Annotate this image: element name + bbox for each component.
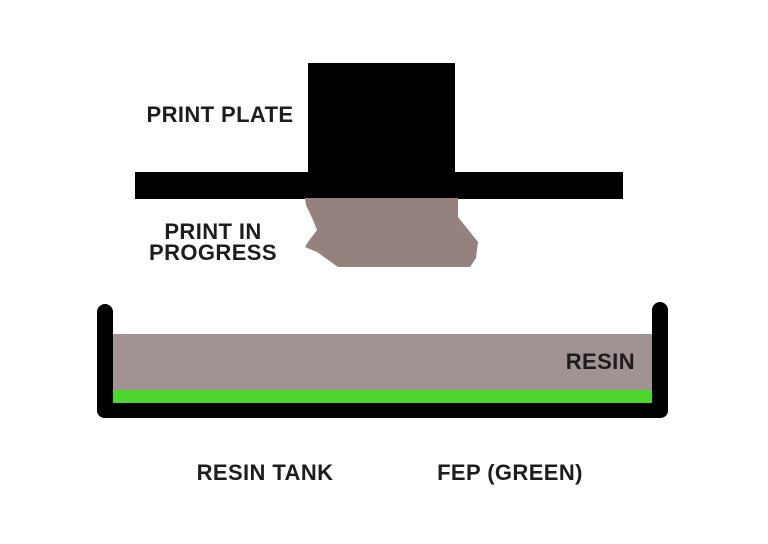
print-in-progress-shape — [305, 198, 478, 267]
print-in-progress-label: PRINT IN PROGRESS — [148, 219, 278, 265]
print-plate-label: PRINT PLATE — [146, 102, 294, 127]
print-plate-bar — [135, 172, 623, 199]
print-in-progress-label-line2: PROGRESS — [149, 240, 277, 265]
tank-wall-right — [652, 302, 668, 418]
tank-wall-left — [97, 304, 113, 418]
print-in-progress-polygon — [305, 198, 478, 267]
fep-label: FEP (GREEN) — [437, 460, 583, 485]
fep-film — [111, 390, 654, 403]
resin-fill — [111, 334, 654, 392]
print-head-block — [308, 63, 455, 173]
print-in-progress-label-line1: PRINT IN — [164, 219, 262, 244]
tank-bottom — [97, 403, 668, 418]
resin-tank-label: RESIN TANK — [196, 460, 334, 485]
resin-label: RESIN — [565, 349, 635, 374]
